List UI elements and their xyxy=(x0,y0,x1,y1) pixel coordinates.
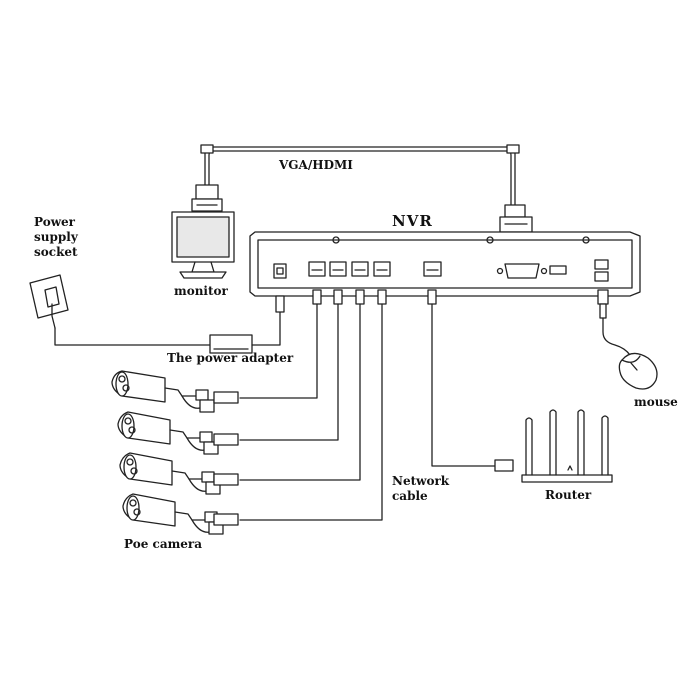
power-wiring xyxy=(54,295,285,354)
rear-ports xyxy=(423,259,609,282)
vga-connector-monitor xyxy=(191,184,223,212)
monitor-label: monitor xyxy=(174,284,228,298)
nvr-label: NVR xyxy=(392,212,433,230)
poe-camera-label: Poe camera xyxy=(124,537,203,551)
router-label: Router xyxy=(545,488,592,502)
camera-1 xyxy=(111,370,239,413)
power-adapter-label: The power adapter xyxy=(167,351,294,365)
poe-cables xyxy=(239,289,387,521)
vga-connector-nvr xyxy=(499,204,533,233)
power-socket-label: Power supply socket xyxy=(34,215,78,259)
camera-3 xyxy=(119,452,239,495)
monitor-illustration xyxy=(171,211,235,279)
vga-hdmi-label: VGA/HDMI xyxy=(279,158,353,172)
vga-hdmi-cable xyxy=(200,144,520,206)
network-cable-label: Network cable xyxy=(392,474,450,503)
power-socket-illustration xyxy=(29,274,69,329)
nvr-body xyxy=(249,231,641,297)
mouse-illustration xyxy=(597,289,658,390)
mouse-label: mouse xyxy=(634,395,678,409)
router-illustration xyxy=(521,409,613,483)
poe-ports xyxy=(308,261,391,277)
camera-2 xyxy=(117,411,239,455)
camera-4 xyxy=(122,493,239,535)
router-cable xyxy=(427,289,514,472)
